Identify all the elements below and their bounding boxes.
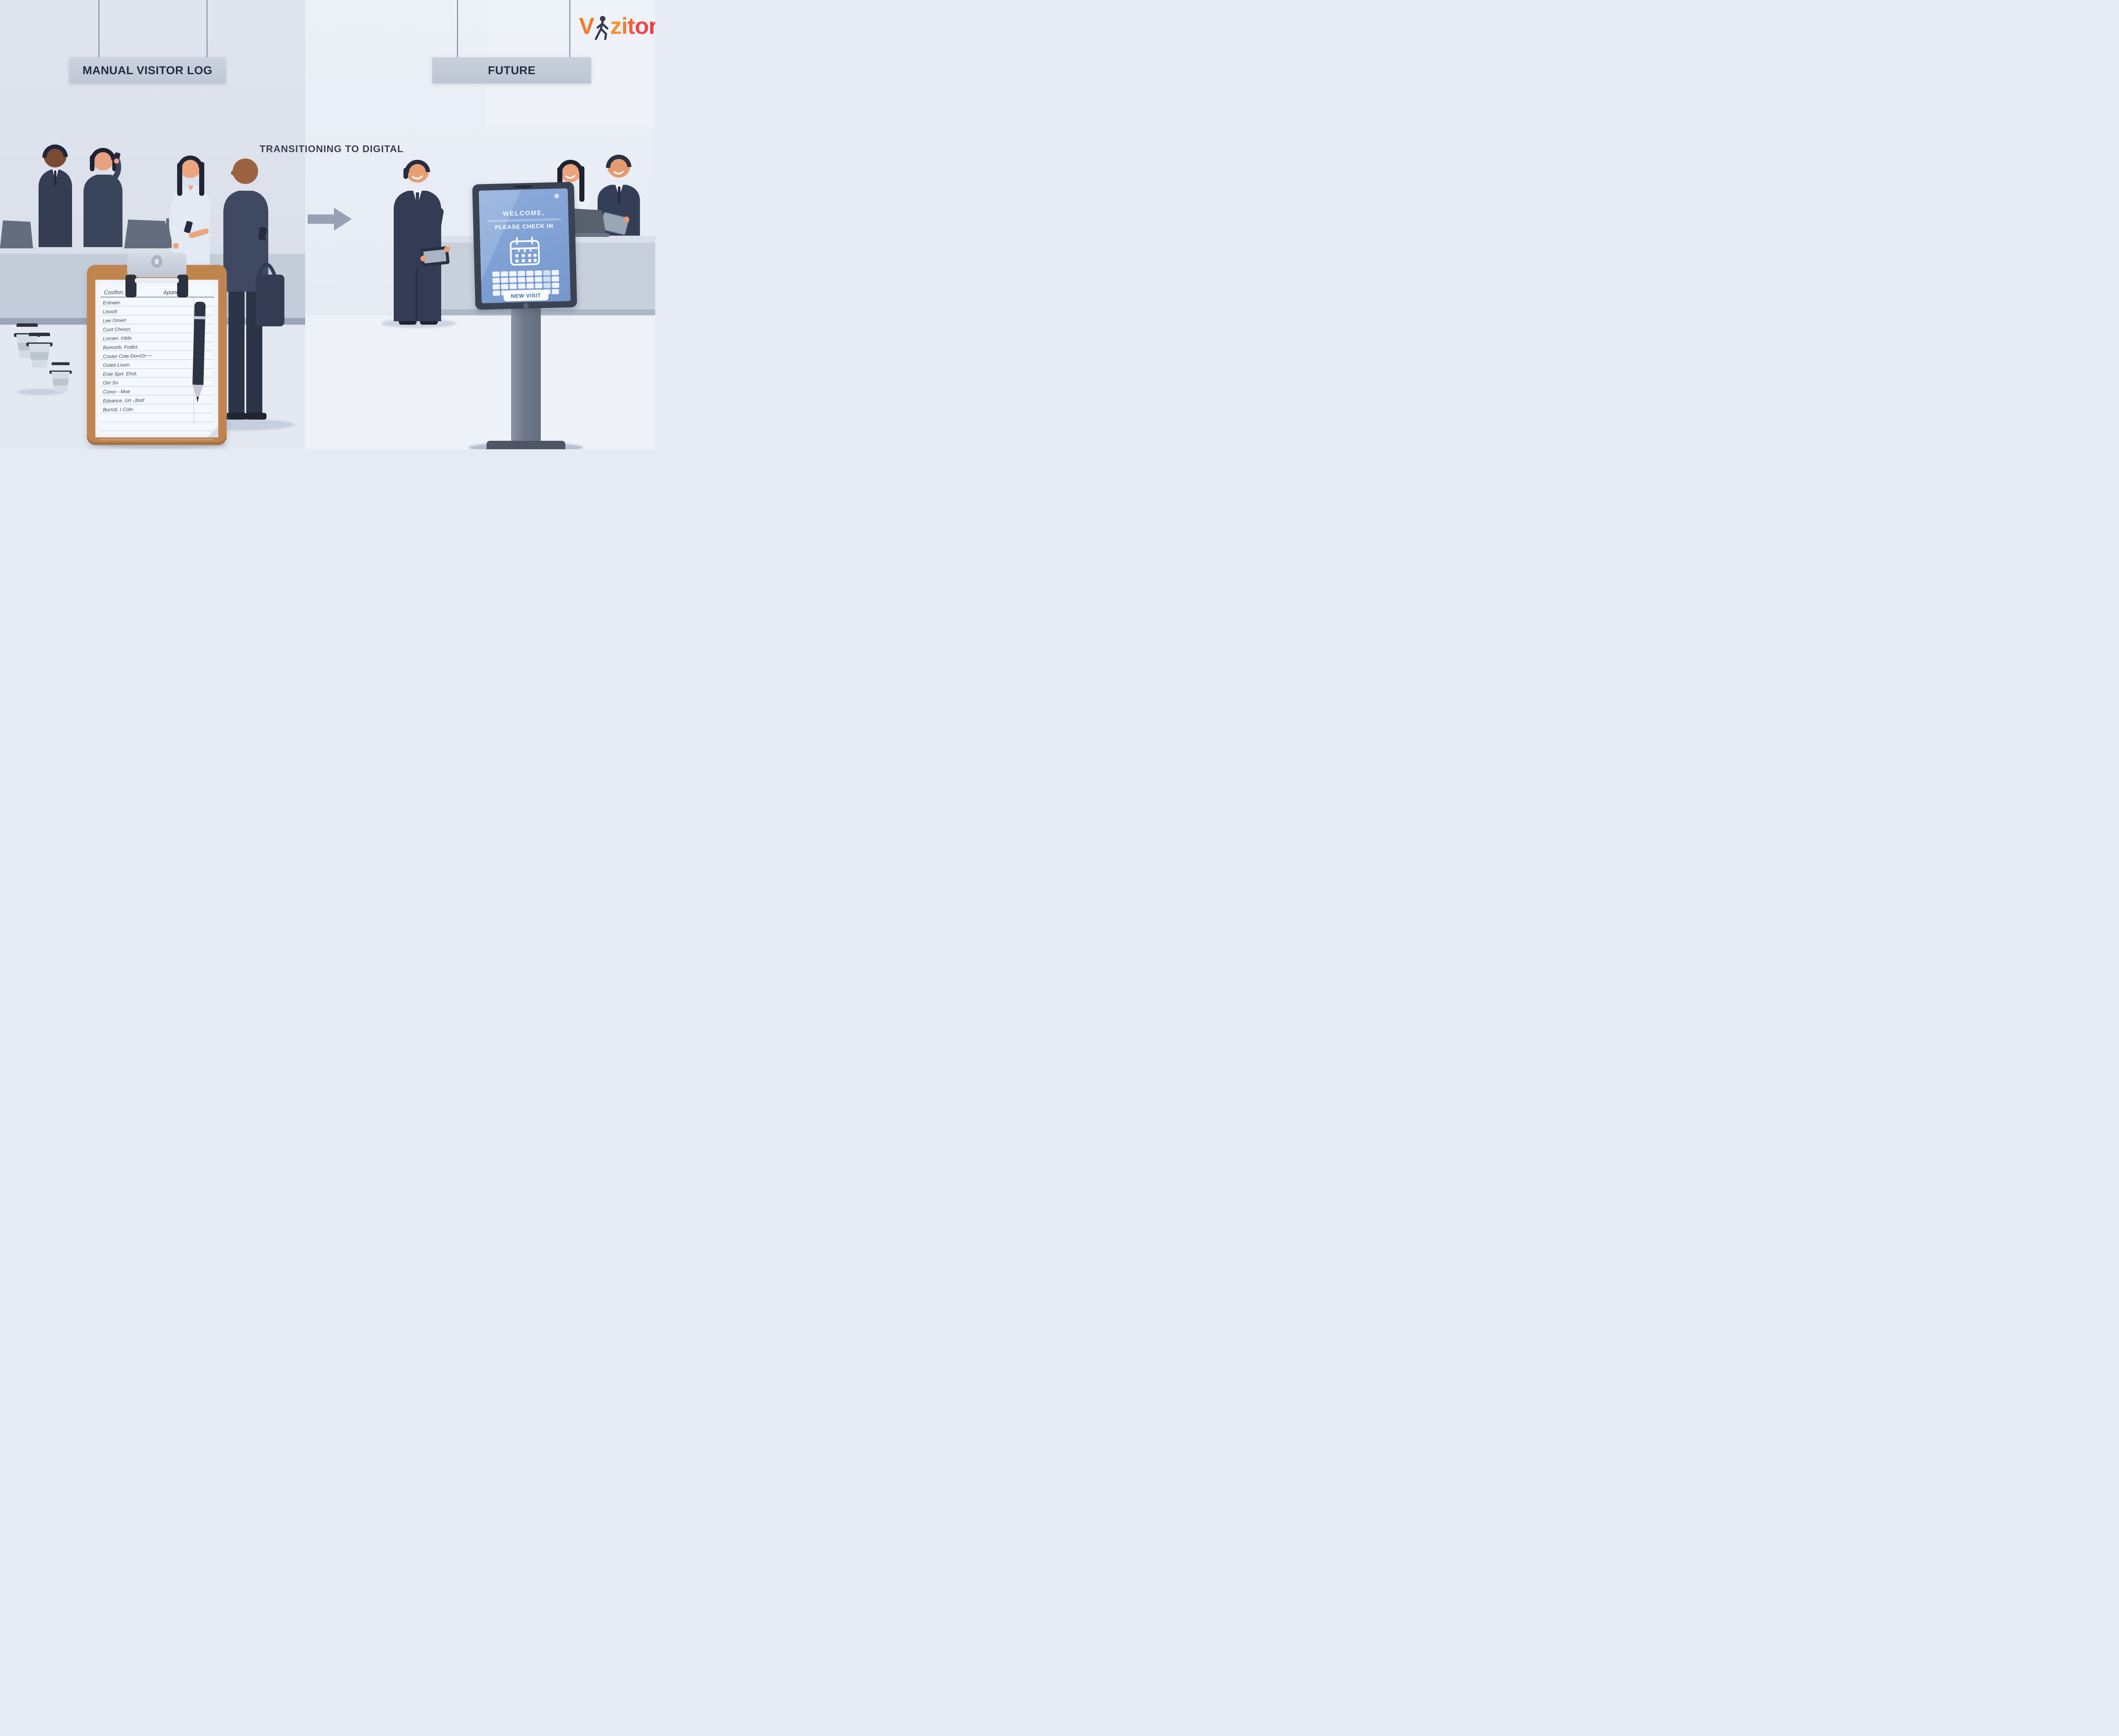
visitor-man-bald-illustration xyxy=(223,159,284,420)
transition-label: TRANSITIONING TO DIGITAL xyxy=(259,143,404,154)
desk-monitor xyxy=(0,220,33,248)
sign-rod xyxy=(457,0,458,57)
visitor-man-dark-suit-illustration xyxy=(39,144,72,251)
name-column-header: Costfon. xyxy=(103,289,125,296)
logo-letter-r: r xyxy=(648,13,655,39)
kiosk-screen: WELCOME, PLEASE CHECK IN xyxy=(478,188,571,303)
future-label: FUTURE xyxy=(488,64,536,77)
logo-letter-o: o xyxy=(634,13,649,39)
new-visit-label: NEW VISIT xyxy=(511,292,541,299)
clip-bar xyxy=(135,278,179,283)
sign-rod xyxy=(569,0,570,57)
log-row-empty xyxy=(100,431,213,440)
kiosk-pole xyxy=(511,308,541,442)
tote-bag-icon xyxy=(256,275,284,326)
log-row: Cunt Chnoct. xyxy=(100,324,213,333)
clipboard-clip-hole xyxy=(151,255,162,268)
tablet-icon xyxy=(420,246,450,267)
vizitor-logo: V z i t o r xyxy=(579,9,655,40)
phone-icon xyxy=(258,227,267,240)
businessman-tablet-illustration xyxy=(394,159,450,325)
log-row: Edvance. Urt -Jlosf xyxy=(100,395,213,404)
new-visit-button[interactable]: NEW VISIT xyxy=(503,289,549,302)
logo-letter-v: V xyxy=(579,13,595,39)
arrow-right-icon xyxy=(308,208,352,231)
manual-visitor-log-sign: MANUAL VISITOR LOG xyxy=(69,57,226,83)
logo-letter-t: t xyxy=(627,13,635,39)
coffee-cup-icon xyxy=(49,362,72,394)
reception-desk-right-base xyxy=(437,309,655,315)
log-row: Lee Omert xyxy=(100,315,213,324)
coffee-cup-icon xyxy=(26,333,53,370)
manual-visitor-log-label: MANUAL VISITOR LOG xyxy=(82,64,213,77)
receptionist-woman-phone-illustration xyxy=(83,147,122,251)
phone-icon xyxy=(184,221,193,233)
receptionist-man-right-illustration xyxy=(598,154,640,242)
log-row-empty xyxy=(100,422,213,431)
log-row-empty xyxy=(100,413,213,422)
walking-person-icon xyxy=(595,16,609,40)
floor-right xyxy=(305,315,655,449)
sign-rod xyxy=(98,0,100,57)
log-row: Eotnam. xyxy=(100,298,213,306)
logo-letter-z: z xyxy=(610,13,622,39)
kiosk-base xyxy=(487,441,565,449)
clip-arm-right xyxy=(177,275,188,298)
illustration-canvas: MANUAL VISITOR LOG FUTURE V z i t o r TR… xyxy=(0,0,655,449)
log-row: Conor - Moe xyxy=(100,387,213,395)
clip-arm-left xyxy=(125,275,136,298)
future-sign: FUTURE xyxy=(432,57,591,83)
log-row: Coster Cote DorvOr~~ xyxy=(100,351,213,360)
log-row: Bunoorb. Fodict. xyxy=(100,342,213,351)
log-row: Lisoctt xyxy=(100,306,213,315)
floor-shadow xyxy=(17,389,64,395)
logo-letter-i: i xyxy=(621,13,628,39)
log-row: Burrcb. I Coln. xyxy=(100,404,213,413)
log-row: Oirt So xyxy=(100,378,213,387)
page-fold xyxy=(207,426,218,437)
calendar-icon xyxy=(509,236,540,266)
desk-monitor xyxy=(124,220,169,248)
bag-strap xyxy=(256,263,277,277)
log-header-row: Costfon. Aponets xyxy=(100,284,214,298)
log-row: Outes Loum xyxy=(100,360,213,369)
checkin-kiosk: WELCOME, PLEASE CHECK IN xyxy=(472,181,577,310)
log-row: Loroen. Irttds xyxy=(100,333,213,342)
log-rows: Eotnam. Lisoctt Lee Omert Cunt Chnoct. L… xyxy=(100,298,213,440)
sign-rod xyxy=(206,0,208,57)
log-row: Eote Sprt. Ehot, xyxy=(100,369,213,378)
